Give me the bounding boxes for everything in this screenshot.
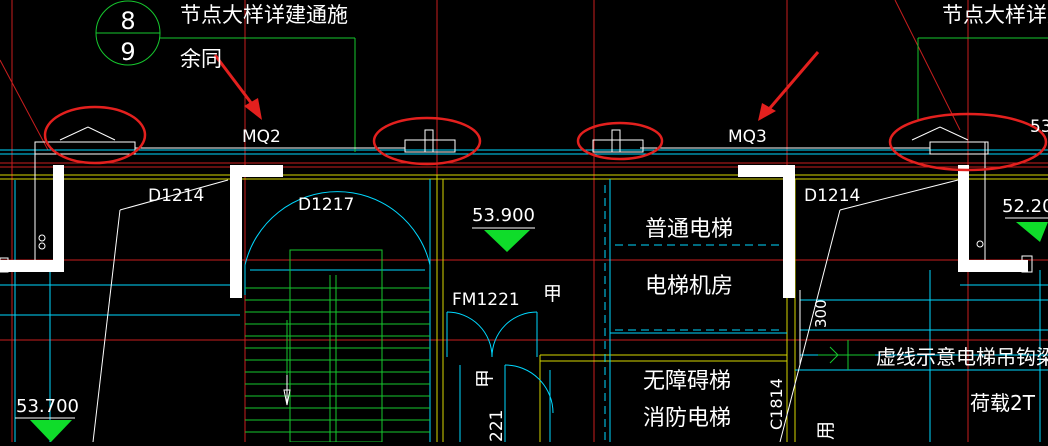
grid-line-diag-right	[894, 0, 961, 131]
elevation-marker-left	[15, 417, 75, 442]
label-partial-right: 用	[815, 421, 837, 440]
side-note-markers	[818, 340, 875, 370]
annotation-ellipse-4	[888, 112, 1048, 172]
side-note-line2: 荷载2T	[970, 391, 1036, 415]
wall-outlines	[0, 174, 1048, 442]
label-jia-1: 甲	[543, 283, 562, 305]
label-d1214-right: D1214	[804, 186, 860, 206]
leader-lines	[92, 179, 959, 443]
detail-callout-top: 8	[120, 7, 135, 35]
detail-callout	[95, 0, 1048, 152]
annotation-arrow-right-icon	[758, 51, 820, 121]
elevation-marker-right	[1005, 217, 1048, 242]
elevator-dashed-outlines	[604, 185, 780, 442]
note-left-line1: 节点大样详建通施	[180, 3, 348, 27]
note-right-line1: 节点大样详建	[942, 3, 1048, 27]
elevator-label-1: 普通电梯	[645, 217, 733, 242]
elevation-center: 53.900	[472, 205, 535, 226]
note-left-line2: 余同	[180, 47, 222, 71]
label-code-221: 221	[487, 410, 507, 442]
door-swings	[446, 311, 554, 442]
elevator-label-4: 消防电梯	[643, 406, 731, 431]
stair-arch	[244, 191, 431, 442]
wall-small-marks	[0, 234, 1033, 273]
annotation-arrow-left-icon	[213, 54, 262, 120]
label-fm1221: FM1221	[452, 290, 520, 310]
side-note-line1: 虚线示意电梯吊钩梁	[876, 345, 1048, 369]
label-d1214-left: D1214	[148, 186, 204, 206]
elevation-marker-center	[472, 227, 535, 252]
elevation-left: 53.700	[16, 396, 79, 417]
grid-line-diag-left	[0, 59, 49, 151]
label-d1217: D1217	[298, 195, 354, 215]
annotation-ellipse-1	[43, 105, 147, 165]
wall-node-symbols	[34, 126, 989, 265]
elevator-label-2: 电梯机房	[645, 274, 733, 299]
review-annotations	[43, 105, 1048, 172]
label-jia-2: 甲	[474, 369, 496, 388]
label-mq2: MQ2	[242, 127, 281, 147]
elevation-right: 52.20	[1002, 196, 1048, 217]
label-partial-53: 53	[1030, 117, 1048, 137]
detail-callout-bottom: 9	[120, 38, 135, 66]
annotation-ellipse-2	[372, 116, 482, 166]
label-mq3: MQ3	[728, 127, 767, 147]
annotation-ellipse-3	[576, 121, 664, 161]
stair-arrow-icon	[283, 375, 291, 406]
label-code-1814: C1814	[767, 378, 786, 430]
label-dim-300: 300	[812, 299, 830, 328]
concrete-walls	[0, 165, 1028, 298]
elevator-label-3: 无障碍梯	[643, 369, 731, 394]
